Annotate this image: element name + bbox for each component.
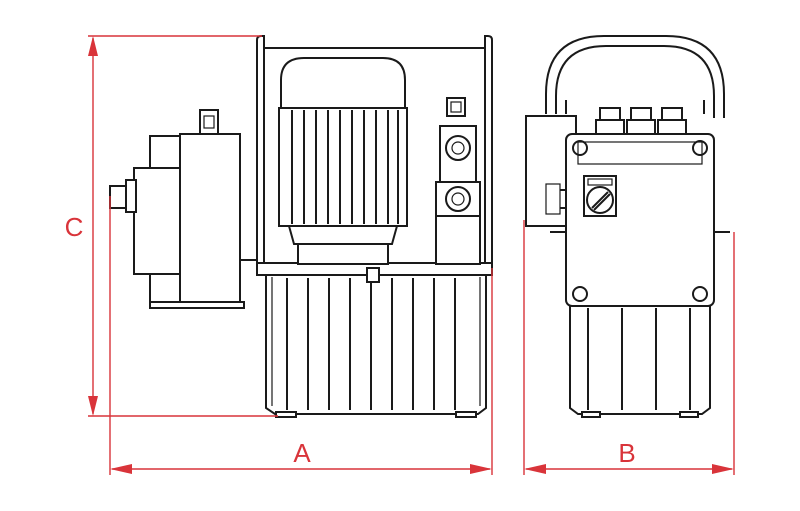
dimension-a bbox=[109, 196, 493, 475]
front-view bbox=[109, 35, 493, 418]
electric-motor bbox=[278, 57, 408, 265]
rotary-switch-icon bbox=[583, 175, 617, 217]
dimension-a-label: A bbox=[293, 438, 311, 468]
tank-ribs bbox=[286, 278, 456, 410]
valve-block bbox=[435, 97, 481, 265]
terminal-box bbox=[545, 133, 715, 307]
dimension-b-label: B bbox=[618, 438, 635, 468]
dimension-c-label: C bbox=[65, 212, 84, 242]
side-gear-unit bbox=[109, 109, 258, 309]
cable-glands bbox=[595, 107, 687, 135]
reservoir-tank bbox=[256, 262, 493, 418]
dimension-lines bbox=[88, 35, 735, 475]
dimension-c bbox=[88, 35, 278, 417]
motor-cooling-fins bbox=[291, 110, 399, 224]
dimension-b bbox=[523, 220, 735, 475]
side-view bbox=[525, 35, 730, 418]
side-reservoir bbox=[550, 231, 730, 418]
carry-handle bbox=[545, 35, 725, 118]
